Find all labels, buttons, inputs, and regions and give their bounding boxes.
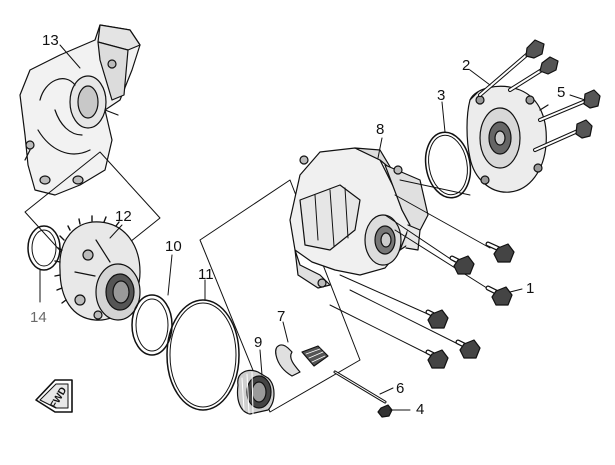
part-12-differential-gear: [54, 215, 141, 321]
leader-8: [377, 137, 383, 159]
callout-3: 3: [437, 87, 446, 104]
bolt-1c: [485, 285, 513, 306]
part-11-large-oring: [166, 299, 240, 411]
callout-8: 8: [376, 121, 385, 138]
part-3-oring: [424, 131, 472, 199]
callout-12: 12: [115, 208, 132, 225]
callout-14: 14: [30, 309, 47, 326]
leader-2: [469, 69, 491, 86]
callout-5: 5: [557, 84, 566, 101]
bolt-1f: [425, 349, 449, 369]
leader-9: [259, 349, 263, 376]
callout-13: 13: [42, 32, 59, 49]
part-8-gear-case: [289, 147, 429, 289]
leader-6: [379, 387, 394, 395]
callout-9: 9: [254, 334, 263, 351]
callout-7: 7: [277, 308, 286, 325]
callout-2: 2: [462, 57, 471, 74]
bolt-1e: [455, 339, 481, 359]
leader-7: [282, 321, 289, 343]
part-9-needle-bearing: [236, 369, 275, 415]
part-7-shift-fork: [275, 344, 329, 377]
leader-13: [59, 44, 81, 69]
bolt-1b: [449, 255, 475, 275]
leader-1: [509, 288, 523, 293]
leader-3: [441, 101, 446, 133]
part-10-medium-oring: [131, 294, 173, 356]
part-6-pin: [333, 370, 387, 404]
leader-5: [569, 94, 586, 101]
callout-11: 11: [198, 266, 214, 283]
part-14-small-oring: [27, 225, 61, 271]
callout-leaders: [39, 44, 586, 411]
part-2-end-cover: [466, 85, 549, 193]
part-13-rear-housing: [19, 24, 141, 196]
fwd-symbol: FWD: [35, 379, 73, 413]
callout-4: 4: [416, 401, 425, 418]
part-5-cover-bolts: [478, 39, 601, 152]
bolt-1d: [425, 309, 449, 329]
callout-10: 10: [165, 238, 182, 255]
part-4-small-nut: [377, 404, 393, 418]
part-1-bolts: [425, 241, 515, 369]
bolt-1a: [485, 241, 515, 263]
frame-8: [199, 179, 361, 413]
callout-1: 1: [526, 280, 535, 297]
callout-6: 6: [396, 380, 405, 397]
leader-12: [109, 224, 123, 239]
leader-10: [167, 254, 173, 296]
